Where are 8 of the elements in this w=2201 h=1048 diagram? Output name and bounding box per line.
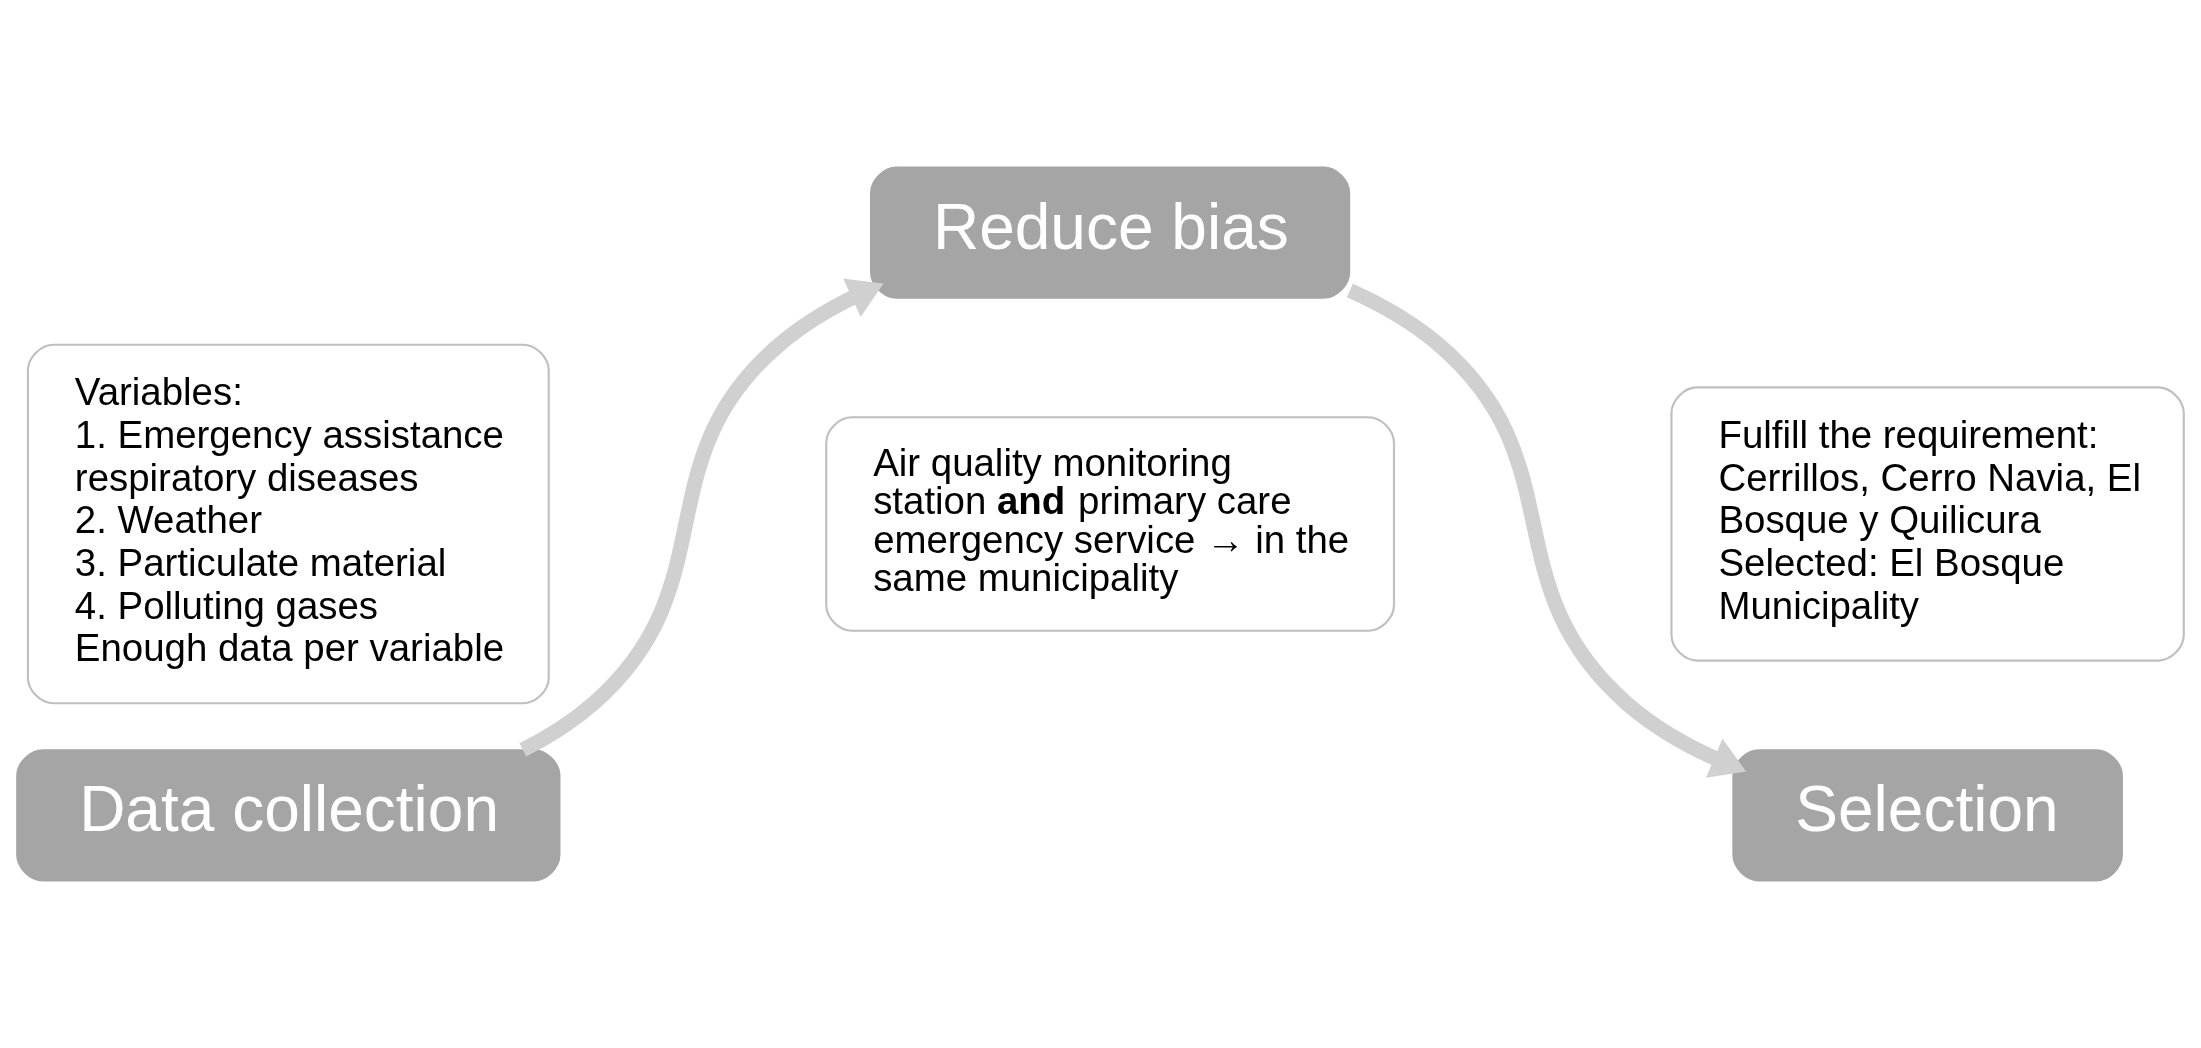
node-box: Air quality monitoring station and primary care emergency service → in the same municipality [825, 416, 1396, 632]
node-box: Selection [1732, 749, 2123, 882]
node-box: Variables: 1. Emergency assistance respiratory diseases 2. Weather 3. Particulate material 4. Polluting gases Enough data per variable [26, 343, 550, 705]
arrow [1346, 283, 1747, 778]
arrow [519, 278, 884, 757]
node-box: Reduce bias [869, 166, 1351, 299]
node-box: Data collection [16, 749, 561, 882]
node-box: Fulfill the requirement: Cerrillos, Cerro Navia, El Bosque y Quilicura Selected: El Bosque Municipality [1670, 386, 2185, 662]
